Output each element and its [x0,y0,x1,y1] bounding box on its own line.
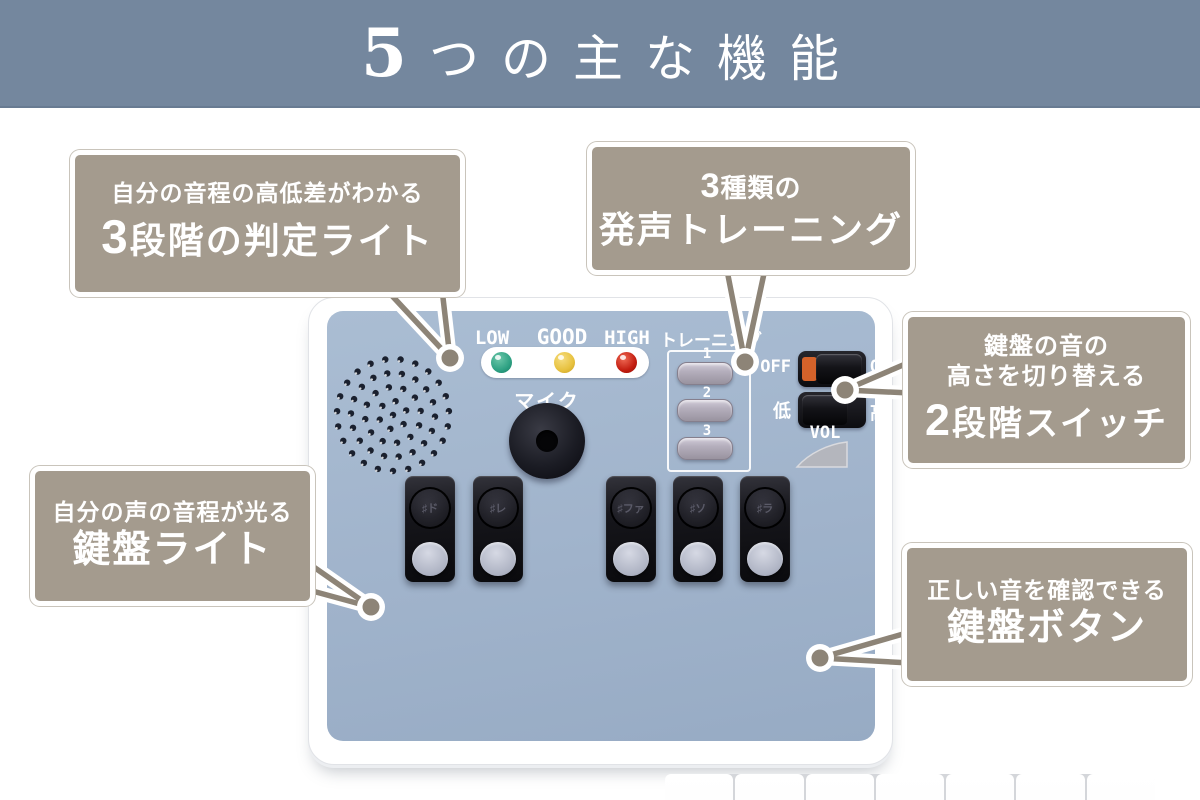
callout-text: 3段階の判定ライト [101,211,434,265]
led-red-icon [616,352,637,373]
black-key-so-sharp: ♯ソ [673,476,723,582]
callout-text: 鍵盤ボタン [946,607,1147,650]
black-key-ra-sharp: ♯ラ [740,476,790,582]
black-key-button [613,542,649,576]
black-key-button [747,542,783,576]
callout-keyboard-light: 自分の声の音程が光る 鍵盤ライト [30,466,315,606]
white-key-so: ソ [946,774,1015,800]
keyboard: ド レ ミ ファ ソ ラ シ [665,774,1155,800]
black-key-button [412,542,448,576]
title-banner: 5つの主な機能 [0,0,1200,108]
volume-wheel-icon [795,441,848,468]
led-yellow-icon [554,352,575,373]
training-2-button [677,399,733,422]
power-switch-knob [816,354,862,384]
callout-text: 自分の音程の高低差がわかる [111,180,424,207]
black-key-fa-sharp: ♯ファ [606,476,656,582]
callout-text: 高さを切り替える [946,362,1147,390]
black-key-emboss: ♯レ [477,487,519,529]
white-key-fa: ファ [875,774,945,800]
led-green-icon [491,352,512,373]
white-key-do: ド [665,774,734,800]
white-key-mi: ミ [805,774,874,800]
judgment-led-strip [481,347,649,378]
power-off-label: OFF [760,357,791,377]
white-key-re: レ [735,774,804,800]
power-on-indicator [802,357,817,381]
callout-text: 正しい音を確認できる [927,577,1167,604]
callout-text: 3種類の [700,166,802,205]
black-key-do-sharp: ♯ド [405,476,455,582]
black-key-button [480,542,516,576]
pitch-low-label: 低 [773,401,791,421]
callout-text: 発声トレーニング [598,209,903,251]
pitch-switch-knob [802,395,848,425]
black-key-button [680,542,716,576]
led-label-low: LOW [474,327,510,349]
black-key-emboss: ♯ファ [610,487,652,529]
callout-text: 2段階スイッチ [925,393,1168,445]
training-2-label: 2 [702,385,712,401]
white-key-shi: シ [1086,774,1155,800]
training-1-label: 1 [702,346,712,362]
training-3-button [677,437,733,460]
callout-keyboard-button: 正しい音を確認できる 鍵盤ボタン [902,543,1192,686]
callout-two-step-switch: 鍵盤の音の 高さを切り替える 2段階スイッチ [903,312,1190,468]
power-on-label: ON [870,357,891,377]
callout-text: 鍵盤ライト [72,528,273,571]
callout-voice-training: 3種類の 発声トレーニング [587,142,915,275]
page-title: 5つの主な機能 [361,14,861,92]
vocal-trainer-device: LOW GOOD HIGH マイク トレーニング 1 2 3 OFF [308,297,1155,800]
pitch-switch [798,392,866,428]
callout-judgment-light: 自分の音程の高低差がわかる 3段階の判定ライト [70,150,465,297]
black-key-emboss: ♯ラ [744,487,786,529]
pitch-high-label: 高 [870,403,888,423]
power-switch [798,351,866,387]
microphone-icon [509,403,585,479]
volume-label: VOL [809,423,841,443]
white-key-ra: ラ [1016,774,1085,800]
black-key-emboss: ♯ド [409,487,451,529]
black-key-re-sharp: ♯レ [473,476,523,582]
black-key-emboss: ♯ソ [677,487,719,529]
training-button-group [667,350,751,472]
training-1-button [677,362,733,385]
led-label-good: GOOD [536,325,588,349]
callout-text: 鍵盤の音の [984,332,1109,360]
led-label-high: HIGH [604,327,650,349]
callout-text: 自分の声の音程が光る [52,498,293,525]
training-3-label: 3 [702,423,712,439]
